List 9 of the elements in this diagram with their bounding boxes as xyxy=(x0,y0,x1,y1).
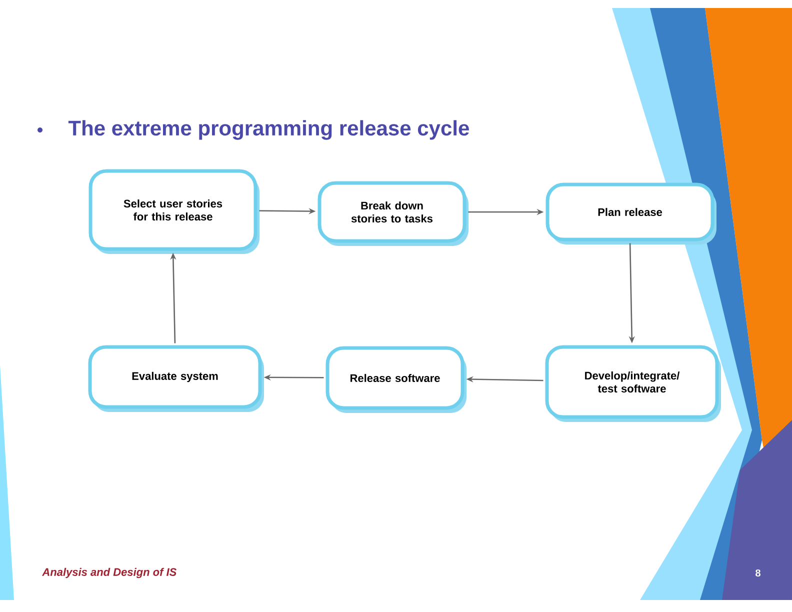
process-box: Evaluate system xyxy=(88,345,264,412)
process-box: Plan release xyxy=(546,182,716,244)
page-number: 8 xyxy=(756,569,760,577)
process-box: Develop/integrate/ test software xyxy=(545,345,721,422)
process-box: Release software xyxy=(326,346,466,413)
footer-text: Analysis and Design of IS xyxy=(42,568,177,578)
process-box: Break down stories to tasks xyxy=(318,181,468,246)
process-box: Select user stories for this release xyxy=(88,169,260,254)
title: The extreme programming release cycle xyxy=(68,120,469,140)
